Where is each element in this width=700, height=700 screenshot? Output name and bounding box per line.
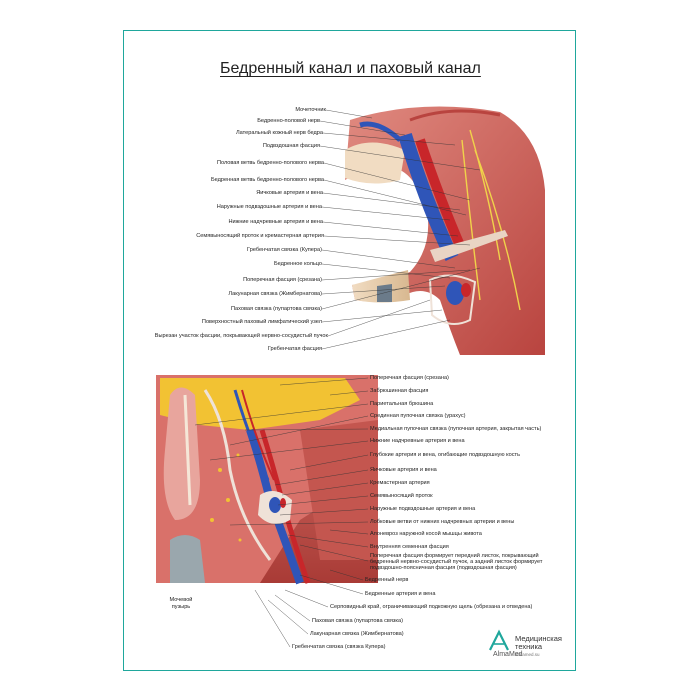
label-bottom: Срединная пупочная связка (урахус): [370, 413, 466, 419]
brand-url: almamed.su: [515, 652, 540, 657]
label-bottom: Кремастерная артерия: [370, 480, 430, 486]
label-bottom: Поперечная фасция формирует передний лис…: [370, 553, 543, 571]
bone-section: [345, 142, 405, 184]
label-bottom: Внутренняя семенная фасция: [370, 544, 449, 550]
label-top: Бедренное кольцо: [273, 261, 322, 267]
label-top: Бедренная ветвь бедренно-полового нерва: [210, 177, 324, 183]
top-illustration: [345, 106, 545, 355]
label-bottom: Глубокие артерия и вена, огибающие подвз…: [370, 452, 520, 458]
label-top: Бедренно-половой нерв: [257, 118, 320, 124]
label-bottom: Нижние надчревные артерия и вена: [370, 438, 465, 444]
label-top: Мочеточник: [295, 107, 326, 113]
label-top: Гребенчатая связка (Купера): [247, 247, 322, 253]
label-bottom: Яичковые артерия и вена: [370, 467, 437, 473]
label-top: Семявыносящий проток и кремастерная арте…: [196, 233, 324, 239]
label-top: Яичковые артерия и вена: [256, 190, 323, 196]
label-top: Латеральный кожный нерв бедра: [236, 130, 323, 136]
label-top: Лакунарная связка (Жимбернатова): [228, 291, 322, 297]
iliac-artery: [415, 138, 467, 253]
label-top: Вырезан участок фасции, покрывающей нерв…: [154, 333, 328, 339]
label-bottom: Лакунарная связка (Жимбернатова): [310, 631, 404, 637]
fat-layer: [160, 378, 360, 430]
label-top: Наружные подвздошные артерия и вена: [216, 204, 322, 210]
bladder-label: Мочевой пузырь: [169, 597, 193, 610]
nerves: [461, 129, 521, 311]
bladder-shape: [170, 535, 205, 583]
label-top: Поперечная фасция (срезана): [243, 277, 322, 283]
inguinal-ligament: [430, 230, 508, 262]
label-bottom: Серповидный край, ограничивающий подкожн…: [330, 604, 533, 610]
page-title: Бедренный канал и паховый канал: [220, 60, 481, 77]
rectus-muscle: [163, 387, 200, 520]
label-bottom: Бедренные артерия и вена: [365, 591, 436, 597]
almamed-logo-icon: [489, 629, 509, 651]
iliac-vein: [398, 132, 459, 261]
brand-tagline: Медицинская: [515, 634, 562, 643]
label-bottom: Семявыносящий проток: [370, 493, 433, 499]
bottom-illustration: [156, 375, 378, 585]
top-leader-lines: [319, 109, 481, 350]
label-top: Поверхностный паховый лимфатический узел: [201, 319, 322, 325]
label-bottom: Гребенчатая связка (связка Купера): [292, 644, 386, 650]
femoral-artery-section: [461, 283, 471, 297]
brand-name: AlmaMed: [493, 651, 523, 658]
label-top: Паховая связка (пупартова связка): [231, 306, 322, 312]
label-bottom: Паховая связка (пупартова связка): [312, 618, 403, 624]
label-bottom: Лобковые ветви от нижних надчревных арте…: [370, 519, 515, 525]
label-bottom: Забрюшинная фасция: [370, 388, 429, 394]
label-bottom: Наружные подвздошные артерия и вена: [370, 506, 476, 512]
cut-cord: [377, 284, 392, 302]
label-bottom: Поперечная фасция (срезана): [370, 375, 449, 381]
label-bottom: Апоневроз наружной косой мышцы живота: [370, 531, 482, 537]
bottom-leader-lines: [194, 377, 369, 648]
femoral-vein-section: [446, 281, 464, 305]
label-top: Нижние надчревные артерия и вена: [228, 219, 323, 225]
oblique-muscle: [300, 420, 378, 560]
label-top: Гребенчатая фасция: [267, 346, 322, 352]
label-bottom: Париетальная брюшина: [370, 401, 434, 407]
label-bottom: Бедренный нерв: [365, 577, 409, 583]
label-top: Половая ветвь бедренно-полового нерва: [216, 160, 324, 166]
label-bottom: Медиальная пупочная связка (пупочная арт…: [370, 426, 542, 432]
brand-tagline: техника: [515, 642, 543, 651]
label-top: Подвздошная фасция: [262, 143, 320, 149]
